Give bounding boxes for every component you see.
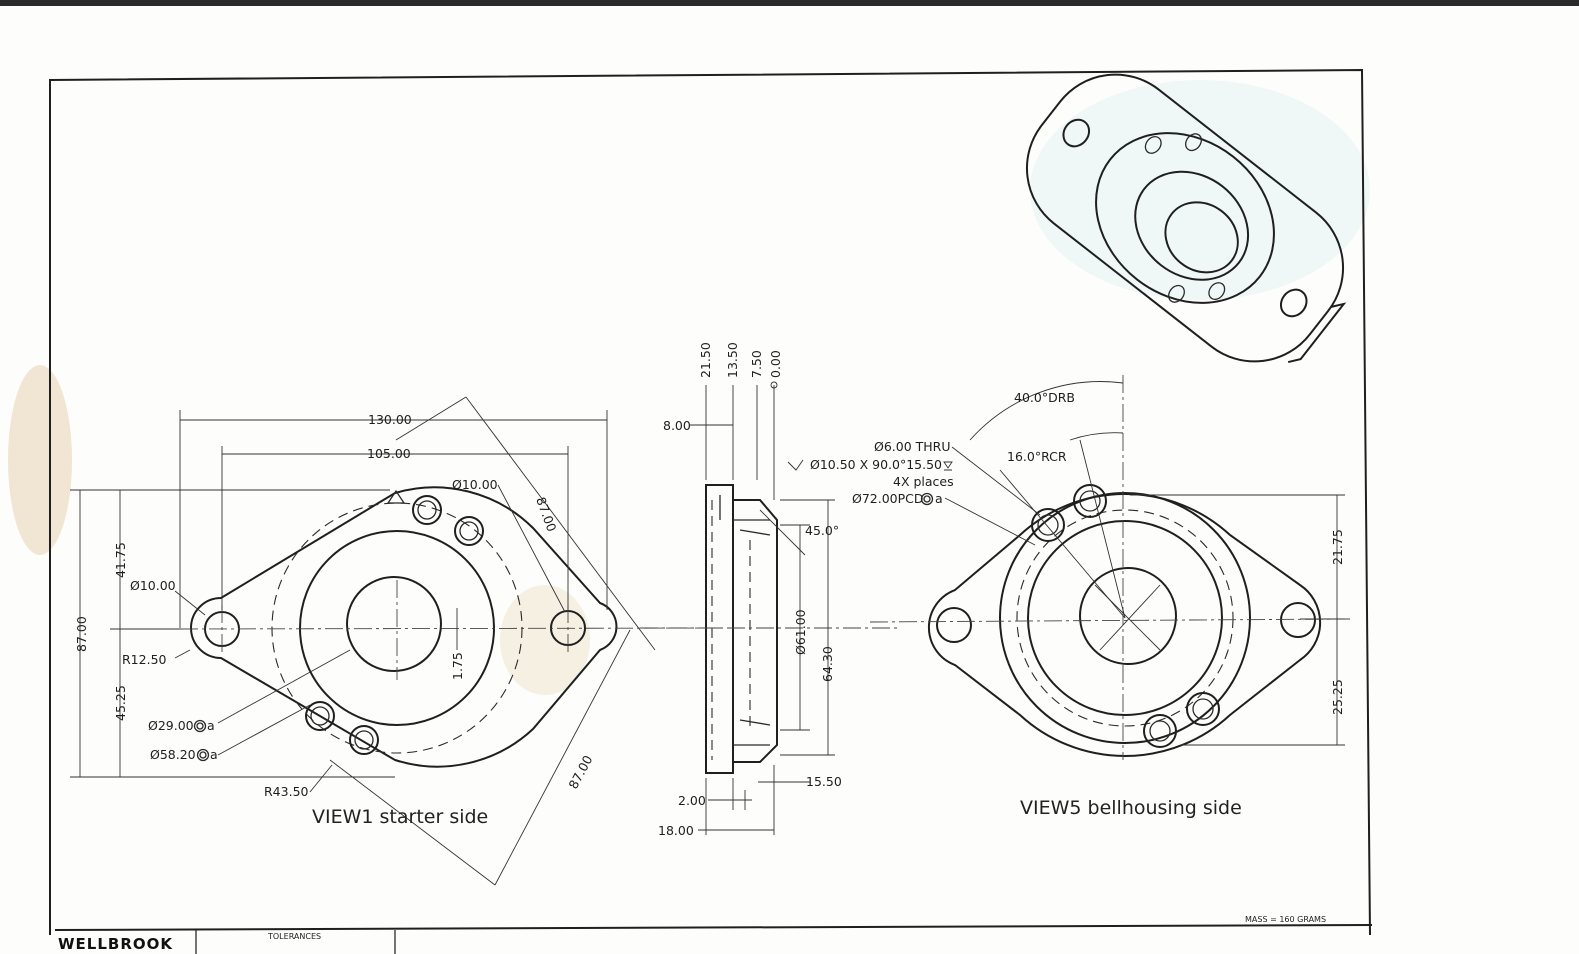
dim-61: Ø61.00 [793,609,808,655]
view1-label: VIEW1 starter side [312,806,488,828]
view5-bore [1079,567,1177,665]
dim-130: 130.00 [368,412,412,427]
paper-stain-2 [500,585,590,695]
dim-21-75: 21.75 [1330,529,1345,565]
dim-87-bottom: 87.00 [565,753,595,792]
dim-bore29: Ø29.00 [148,718,194,733]
section-hub [733,499,778,763]
view1-bore-58 [299,530,495,726]
paper-stain [8,365,72,555]
dim-0-00: 0.00 [768,350,783,378]
title-block-line [54,924,1373,931]
dim-hole10-left: Ø10.00 [130,578,176,593]
angle-16: 16.0°RCR [1007,449,1067,464]
view1-bore-29 [346,576,442,672]
view1-starter-side: 130.00 105.00 87.00 87.00 87.00 41.75 45… [70,396,721,886]
dim-64-30: 64.30 [820,646,835,682]
dim-2-00: 2.00 [678,793,706,808]
dim-13-50: 13.50 [725,342,740,378]
dim-105: 105.00 [367,446,411,461]
thru-callout: Ø6.00 THRU [874,439,951,454]
dim-87-top: 87.00 [533,495,559,534]
view1-datum-triangle [386,489,406,504]
title-block-mass: MASS = 160 GRAMS [1245,915,1326,924]
title-block-logo: WELLBROOK [58,935,173,953]
dim-r12-50: R12.50 [122,652,167,667]
datum-a-view5: a [935,491,943,506]
dim-21-50: 21.50 [698,342,713,378]
view5-hole-right [1280,602,1316,638]
view5-flange-outline [928,493,1322,757]
chamfer-callout: Ø10.50 X 90.0°15.50 [810,457,942,472]
scanner-edge [0,0,1579,6]
dim-15-50: 15.50 [806,774,842,789]
angle-45: 45.0° [805,523,839,538]
dim-25-25: 25.25 [1330,679,1345,715]
dim-87-vertical: 87.00 [74,616,89,652]
dim-7-50: 7.50 [749,350,764,378]
view5-hidden-circle [1016,509,1234,727]
drawing-border [49,68,1371,936]
datum-a-1: a [207,718,215,733]
title-block-tolerances: TOLERANCES [267,932,321,941]
iso-flange [1025,73,1345,363]
dim-41-75: 41.75 [113,542,128,578]
isometric-view [1025,73,1347,364]
view5-label: VIEW5 bellhousing side [1020,797,1242,819]
view5-inner-circle [1027,520,1223,716]
dim-1-75: 1.75 [450,652,465,680]
datum-a-2: a [210,747,218,762]
section-view: 21.50 13.50 7.50 0.00 8.00 Ø10.50 X 90.0… [640,342,953,838]
dim-hole10-right: Ø10.00 [452,477,498,492]
dim-bore58: Ø58.20 [150,747,196,762]
view5-hole-left [936,607,972,643]
view5-bellhousing-side: 40.0°DRB 16.0°RCR Ø6.00 THRU 4X places Ø… [852,375,1351,819]
dim-r43-50: R43.50 [264,784,309,799]
pcd-callout: Ø72.00PCD [852,491,924,506]
dim-45-25: 45.25 [113,685,128,721]
view5-outer-circle [999,492,1251,744]
section-flange [705,484,734,774]
dim-8-00: 8.00 [663,418,691,433]
places-callout: 4X places [893,474,954,489]
dim-18-00: 18.00 [658,823,694,838]
paper-tint [1030,80,1370,300]
view1-flange-outline [190,486,618,768]
angle-40: 40.0°DRB [1014,390,1075,405]
